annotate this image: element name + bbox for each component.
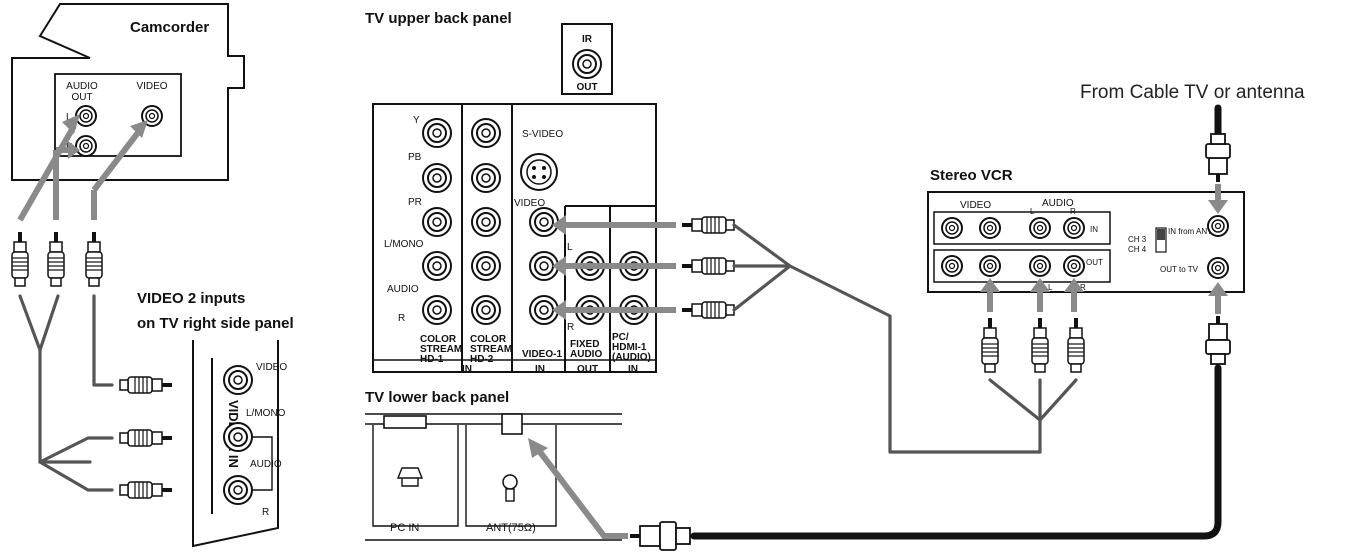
ir-out-jack bbox=[572, 49, 602, 79]
svg-text:OUT: OUT bbox=[576, 82, 597, 93]
svg-text:AUDIO: AUDIO bbox=[66, 81, 98, 92]
svg-text:OUT to TV: OUT to TV bbox=[1160, 265, 1199, 274]
svg-text:AUDIO: AUDIO bbox=[1042, 198, 1074, 209]
svg-text:AUDIO: AUDIO bbox=[570, 349, 602, 360]
svg-text:IN: IN bbox=[535, 364, 545, 375]
svg-text:L: L bbox=[66, 112, 72, 123]
video2-l-jack bbox=[223, 422, 253, 452]
svg-text:COLOR: COLOR bbox=[420, 334, 457, 345]
cam-audio-r-jack bbox=[75, 135, 97, 157]
cable-source-label: From Cable TV or antenna bbox=[1080, 82, 1305, 103]
svg-text:IN: IN bbox=[1090, 225, 1098, 234]
svg-text:HD-1: HD-1 bbox=[420, 354, 444, 365]
svg-text:L/MONO: L/MONO bbox=[246, 408, 286, 419]
svg-text:R: R bbox=[1080, 283, 1086, 292]
svg-text:VIDEO-1: VIDEO-1 bbox=[522, 349, 562, 360]
vcr-title: Stereo VCR bbox=[930, 167, 1013, 184]
svg-text:VIDEO: VIDEO bbox=[514, 198, 545, 209]
camcorder-title: Camcorder bbox=[130, 19, 209, 36]
vcr-ant-out-jack bbox=[1207, 257, 1229, 279]
svg-text:PB: PB bbox=[408, 152, 422, 163]
video2-r-jack bbox=[223, 475, 253, 505]
svg-text:IR: IR bbox=[582, 34, 593, 45]
tv-upper-back-panel: TV upper back panel IR OUT Y PB PR L/MON… bbox=[365, 10, 657, 375]
svg-text:FIXED: FIXED bbox=[570, 339, 599, 350]
svg-text:PC IN: PC IN bbox=[390, 522, 419, 534]
svg-text:VIDEO: VIDEO bbox=[136, 81, 167, 92]
svg-text:OUT: OUT bbox=[1086, 258, 1103, 267]
svg-text:CH 4: CH 4 bbox=[1128, 245, 1147, 254]
svg-text:HD-2: HD-2 bbox=[470, 354, 494, 365]
svg-text:R: R bbox=[398, 313, 405, 324]
svg-text:AUDIO: AUDIO bbox=[250, 459, 282, 470]
svg-text:R: R bbox=[567, 322, 574, 333]
svg-text:IN: IN bbox=[462, 364, 472, 375]
vcr-to-tv-cables bbox=[552, 215, 1078, 454]
svg-text:CH 3: CH 3 bbox=[1128, 235, 1147, 244]
lower-panel-title: TV lower back panel bbox=[365, 389, 509, 406]
svg-text:VIDEO: VIDEO bbox=[960, 200, 991, 211]
video2-video-jack bbox=[223, 365, 253, 395]
svg-text:(AUDIO): (AUDIO) bbox=[612, 352, 651, 363]
svg-text:IN: IN bbox=[628, 364, 638, 375]
antenna-cables: From Cable TV or antenna bbox=[630, 82, 1305, 551]
svg-text:PR: PR bbox=[408, 197, 422, 208]
svg-text:S-VIDEO: S-VIDEO bbox=[522, 129, 563, 140]
svg-text:HDMI-1: HDMI-1 bbox=[612, 342, 647, 353]
video1-video-jack bbox=[529, 207, 559, 237]
svg-text:L: L bbox=[567, 242, 573, 253]
hd1-audio-l-jack bbox=[422, 251, 452, 281]
svg-text:OUT: OUT bbox=[577, 364, 598, 375]
vcr-audio-r-out-jack bbox=[1063, 255, 1085, 277]
svg-text:L: L bbox=[1030, 207, 1035, 216]
svg-text:on TV right side panel: on TV right side panel bbox=[137, 315, 294, 332]
vcr-audio-l-out-jack bbox=[1029, 255, 1051, 277]
svg-text:AUDIO: AUDIO bbox=[387, 284, 419, 295]
svg-text:COLOR: COLOR bbox=[470, 334, 507, 345]
tv-lower-back-panel: TV lower back panel PC IN ANT(75Ω) bbox=[365, 389, 628, 541]
svg-text:Y: Y bbox=[413, 115, 420, 126]
svg-text:R: R bbox=[1070, 207, 1076, 216]
svg-text:VIDEO: VIDEO bbox=[256, 362, 287, 373]
svg-text:L/MONO: L/MONO bbox=[384, 239, 424, 250]
video2-title: VIDEO 2 inputs bbox=[137, 290, 245, 307]
camcorder: Camcorder AUDIO OUT VIDEO L R bbox=[11, 3, 245, 181]
svg-text:IN from ANT: IN from ANT bbox=[1168, 227, 1212, 236]
svg-text:STREAM: STREAM bbox=[420, 344, 462, 355]
svg-text:ANT(75Ω): ANT(75Ω) bbox=[486, 522, 536, 534]
stereo-vcr: Stereo VCR VIDEO AUDIO L R IN OUT L R CH… bbox=[927, 167, 1245, 293]
svg-text:L: L bbox=[1048, 283, 1053, 292]
camcorder-cables bbox=[11, 114, 148, 492]
svg-text:R: R bbox=[262, 507, 269, 518]
svg-text:OUT: OUT bbox=[71, 92, 92, 103]
svg-text:PC/: PC/ bbox=[612, 332, 629, 343]
video2-side-panel: VIDEO 2 inputs on TV right side panel VI… bbox=[119, 290, 294, 548]
vcr-video-out-jack bbox=[979, 255, 1001, 277]
vcr-ant-in-jack bbox=[1207, 215, 1229, 237]
svg-text:STREAM: STREAM bbox=[470, 344, 512, 355]
upper-panel-title: TV upper back panel bbox=[365, 10, 512, 27]
vcr-output-cables bbox=[980, 278, 1085, 373]
